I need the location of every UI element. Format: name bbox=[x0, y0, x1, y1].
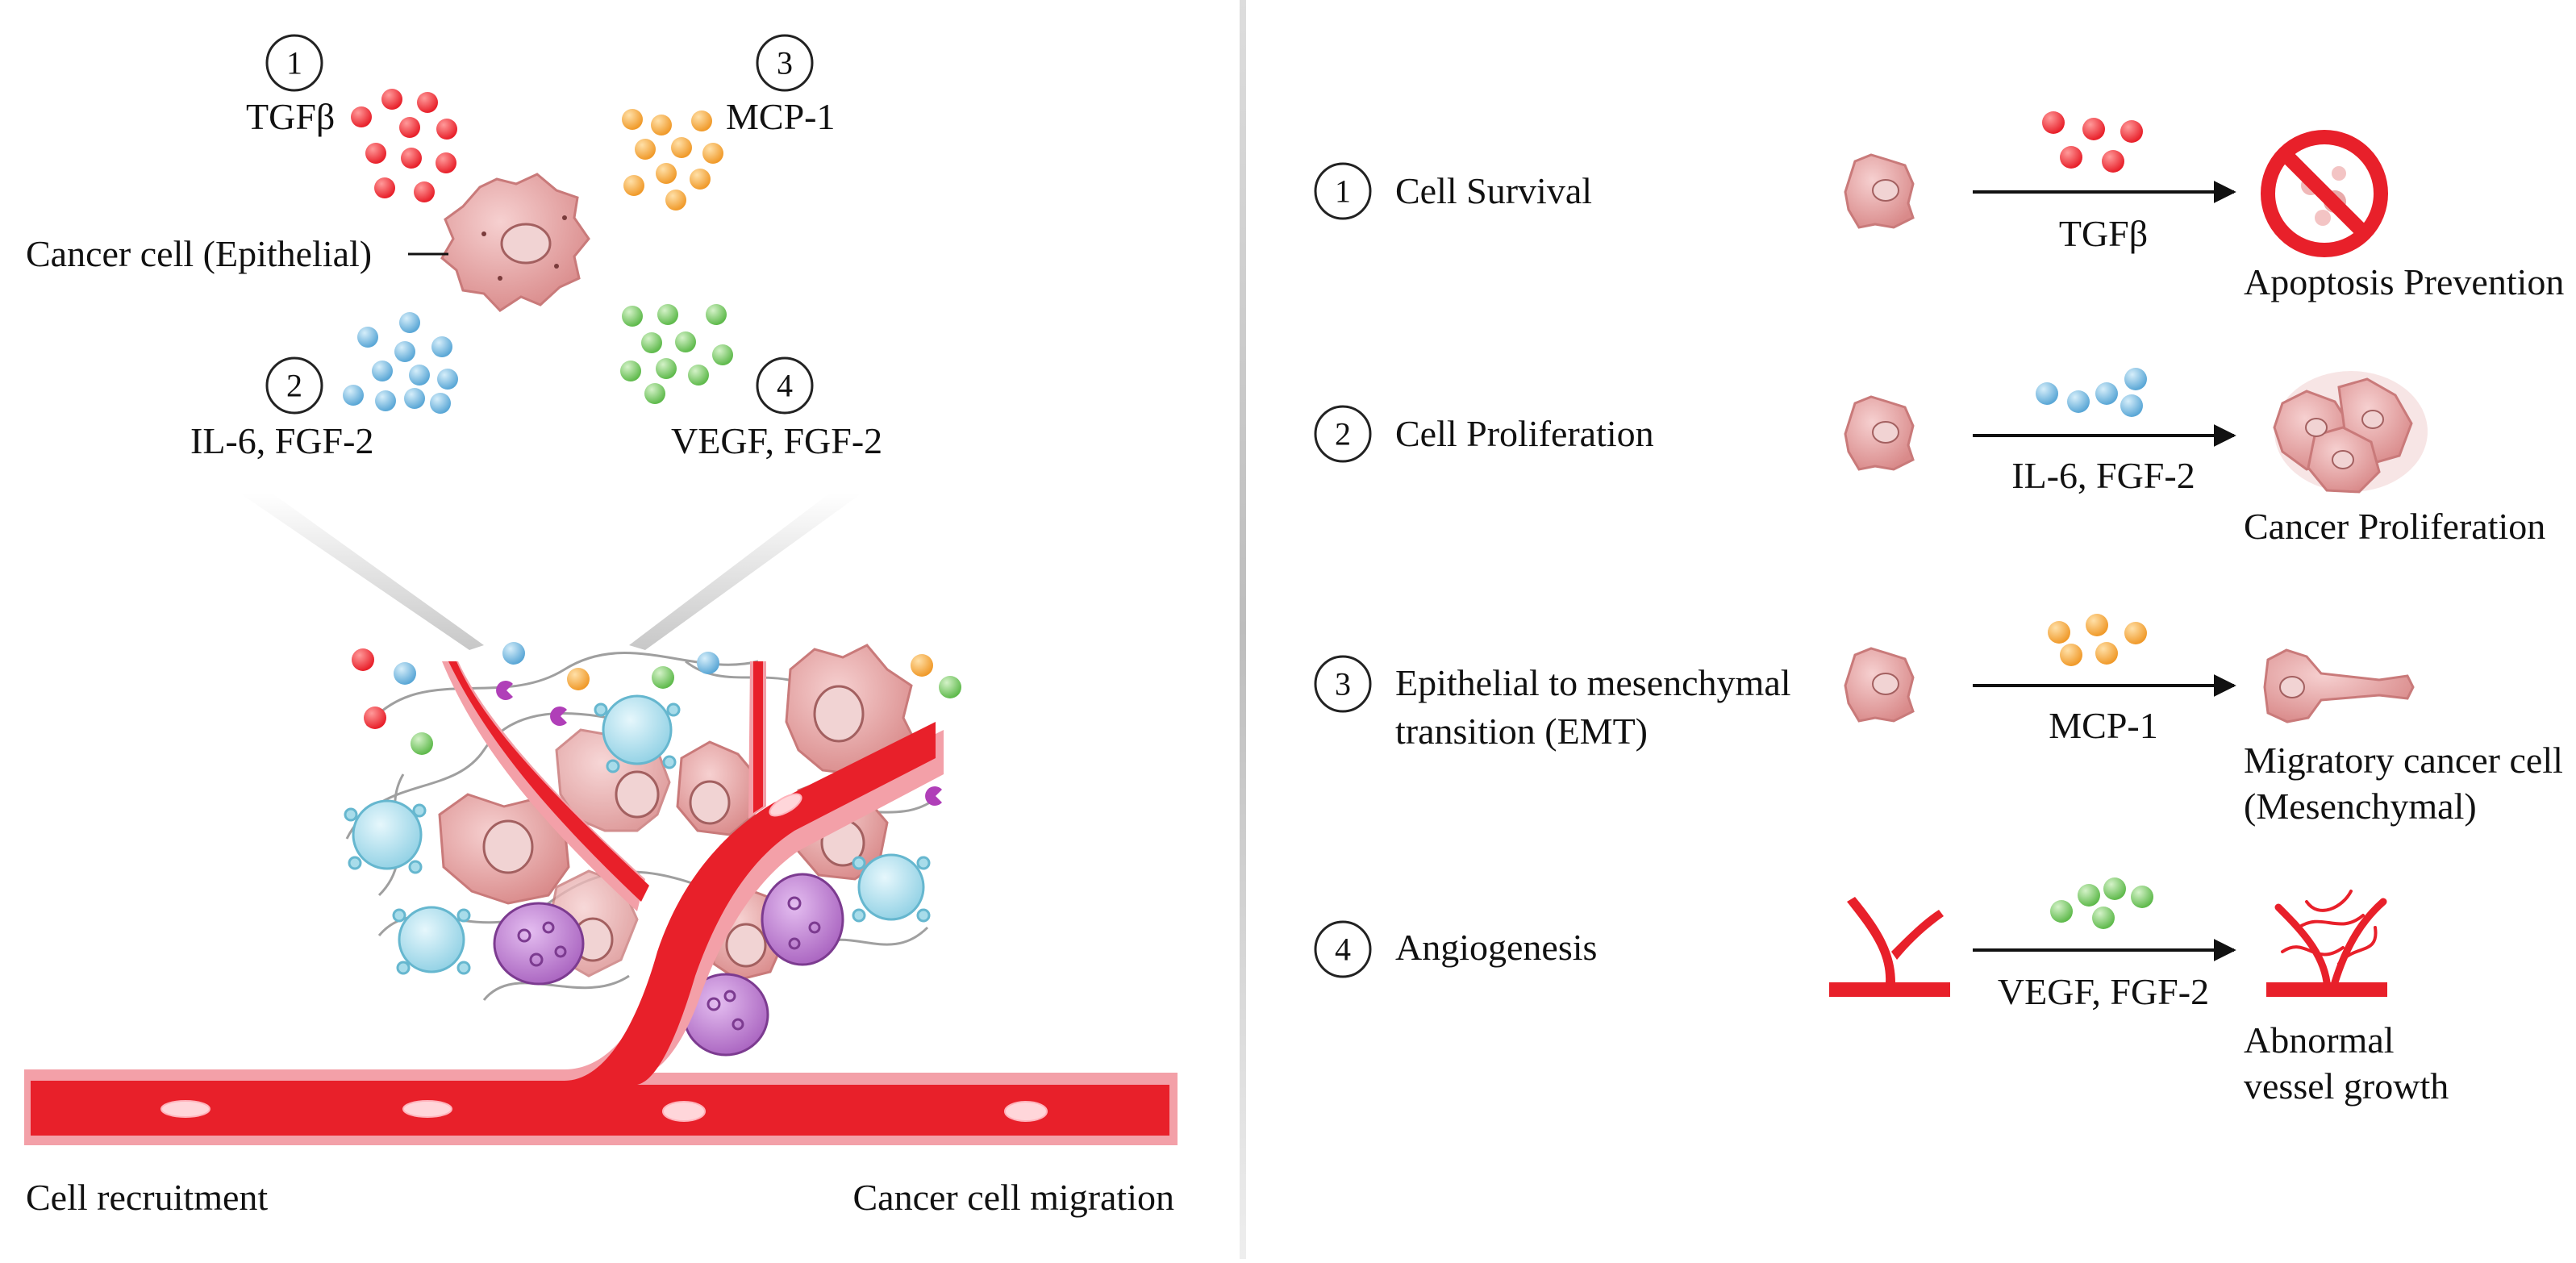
row-3-title-line2: transition (EMT) bbox=[1395, 711, 1648, 752]
panel-divider bbox=[1240, 0, 1246, 1259]
row-1-number-circle bbox=[1314, 162, 1372, 220]
abnormal-vessel-icon bbox=[2266, 890, 2387, 997]
row-2-outcome: Cancer Proliferation bbox=[2244, 506, 2545, 547]
marker-3: 3 MCP-1 bbox=[726, 34, 835, 137]
marker-3-label: MCP-1 bbox=[726, 96, 835, 137]
pathway-row-1: 1 Cell Survival TGFβ Apoptosis Preventio… bbox=[1314, 111, 2564, 302]
marker-1-number: 1 bbox=[286, 45, 302, 81]
marker-2-circle bbox=[265, 356, 323, 415]
vegf-dots bbox=[620, 304, 733, 404]
zoom-beam-left bbox=[240, 494, 484, 650]
bottom-left-label: Cell recruitment bbox=[26, 1177, 268, 1218]
no-apoptosis-icon bbox=[2261, 130, 2388, 257]
scattered-factors bbox=[352, 642, 961, 807]
marker-3-number: 3 bbox=[777, 45, 793, 81]
row-4-outcome-line1: Abnormal bbox=[2244, 1019, 2395, 1061]
pathway-row-2: 2 Cell Proliferation IL-6, FGF-2 C bbox=[1314, 368, 2545, 547]
row-1-title: Cell Survival bbox=[1395, 170, 1592, 211]
right-panel: 1 Cell Survival TGFβ Apoptosis Preventio… bbox=[1314, 111, 2564, 1107]
marker-1: 1 TGFβ bbox=[246, 34, 335, 137]
bottom-right-label: Cancer cell migration bbox=[852, 1177, 1174, 1218]
cancer-cell-epithelial bbox=[440, 173, 590, 312]
row-1-factor: TGFβ bbox=[2059, 213, 2148, 254]
row-4-number: 4 bbox=[1335, 932, 1351, 968]
tumor-microenvironment bbox=[24, 642, 1178, 1145]
il6-dots bbox=[343, 312, 458, 414]
migratory-cell-icon bbox=[2263, 648, 2415, 723]
row-3-outcome-line1: Migratory cancer cell bbox=[2244, 740, 2563, 781]
row-2-title: Cell Proliferation bbox=[1395, 413, 1654, 454]
row-3-cancer-cell-icon bbox=[1844, 647, 1915, 723]
marker-3-circle bbox=[756, 34, 814, 92]
row-4-number-circle bbox=[1314, 920, 1372, 978]
marker-1-label: TGFβ bbox=[246, 96, 335, 137]
row-3-number: 3 bbox=[1335, 666, 1351, 702]
zoom-beam-right bbox=[629, 494, 861, 650]
row-2-factor-dots bbox=[2036, 368, 2147, 417]
proliferation-cluster-icon bbox=[2273, 371, 2428, 494]
marker-1-circle bbox=[265, 34, 323, 92]
row-1-cancer-cell-icon bbox=[1844, 153, 1915, 229]
pathway-row-3: 3 Epithelial to mesenchymal transition (… bbox=[1314, 614, 2563, 827]
row-3-outcome-line2: (Mesenchymal) bbox=[2244, 786, 2477, 827]
marker-2-label: IL-6, FGF-2 bbox=[190, 420, 373, 461]
vessel-sprout-icon bbox=[1829, 897, 1950, 997]
marker-2: 2 IL-6, FGF-2 bbox=[190, 356, 373, 461]
row-4-title: Angiogenesis bbox=[1395, 927, 1597, 968]
left-panel: 1 TGFβ 3 MCP-1 Cancer cell (Epithelia bbox=[24, 34, 1178, 1218]
row-4-outcome-line2: vessel growth bbox=[2244, 1065, 2449, 1107]
row-2-number: 2 bbox=[1335, 416, 1351, 452]
blood-vessel bbox=[24, 661, 1178, 1145]
row-2-cancer-cell-icon bbox=[1844, 395, 1915, 471]
marker-4-circle bbox=[756, 356, 814, 415]
row-3-factor-dots bbox=[2048, 614, 2147, 666]
row-3-title-line1: Epithelial to mesenchymal bbox=[1395, 662, 1791, 703]
macrophages bbox=[493, 873, 844, 1057]
row-4-factor: VEGF, FGF-2 bbox=[1998, 971, 2209, 1012]
row-1-outcome: Apoptosis Prevention bbox=[2244, 261, 2564, 302]
row-2-factor: IL-6, FGF-2 bbox=[2011, 455, 2195, 496]
marker-2-number: 2 bbox=[286, 368, 302, 404]
immune-cells bbox=[344, 694, 931, 975]
marker-4: 4 VEGF, FGF-2 bbox=[671, 356, 882, 461]
row-3-factor: MCP-1 bbox=[2049, 705, 2157, 746]
row-1-number: 1 bbox=[1335, 173, 1351, 210]
row-4-factor-dots bbox=[2050, 877, 2153, 929]
row-1-factor-dots bbox=[2042, 111, 2143, 173]
marker-4-label: VEGF, FGF-2 bbox=[671, 420, 882, 461]
row-2-number-circle bbox=[1314, 405, 1372, 463]
cancer-cell-label: Cancer cell (Epithelial) bbox=[26, 233, 372, 274]
marker-4-number: 4 bbox=[777, 368, 793, 404]
pathway-row-4: 4 Angiogenesis VEGF, FGF-2 bbox=[1314, 877, 2449, 1107]
tgf-dots bbox=[351, 89, 457, 202]
mcp-dots bbox=[622, 109, 723, 210]
row-3-number-circle bbox=[1314, 655, 1372, 713]
